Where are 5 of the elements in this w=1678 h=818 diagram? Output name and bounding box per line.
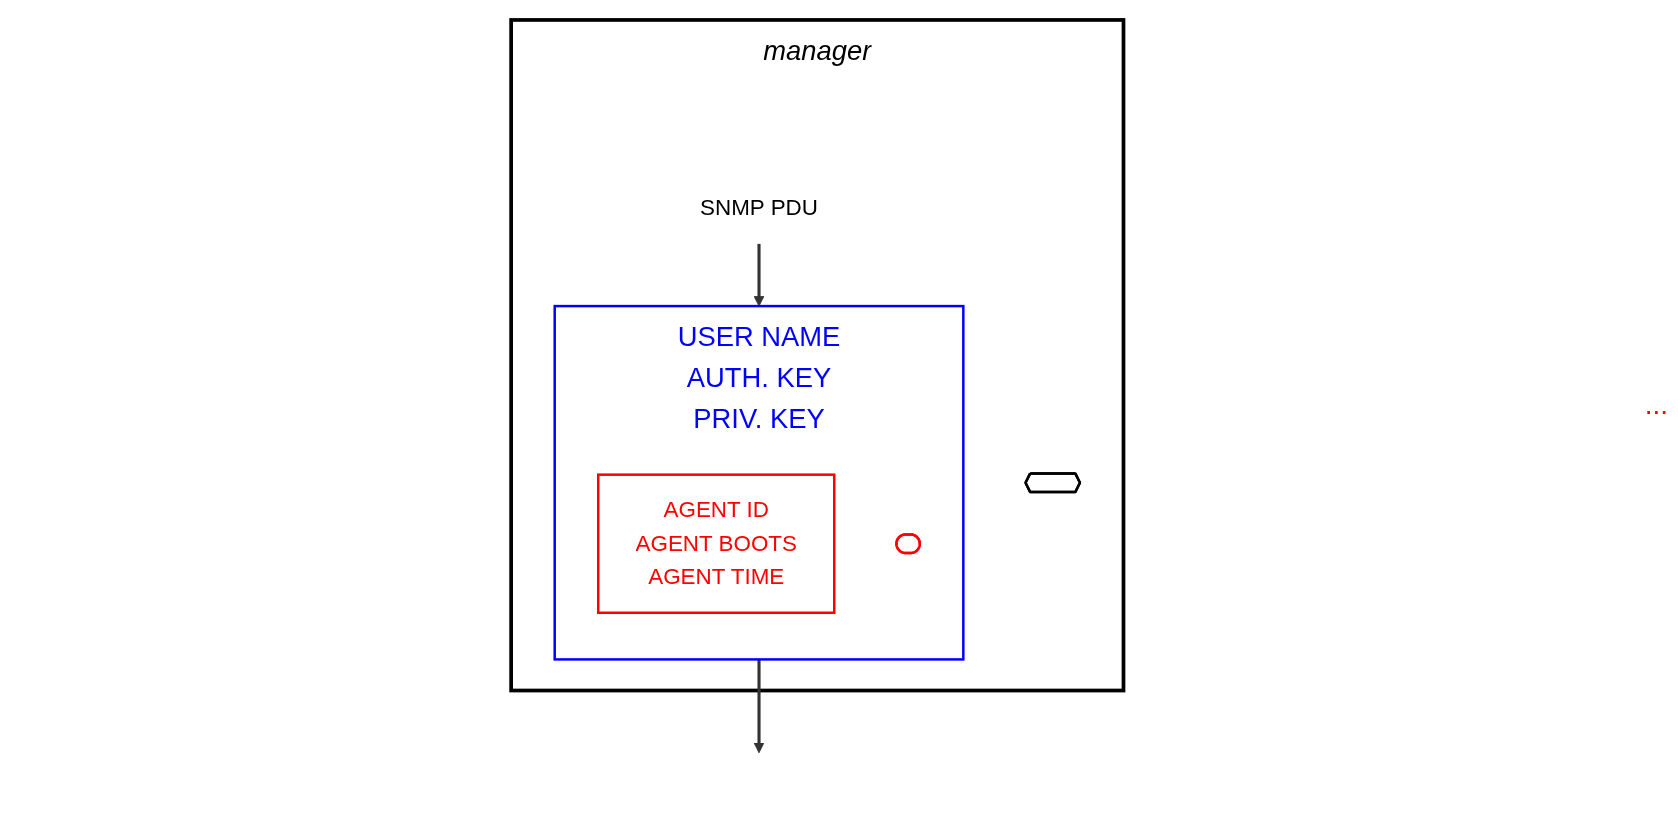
node-text: SNMP PDU: [700, 195, 818, 221]
arrow: [753, 243, 765, 307]
node-box: AGENT ID AGENT BOOTS AGENT TIME: [597, 473, 836, 614]
ellipsis-text: ...: [1644, 389, 1668, 421]
arrow: [753, 659, 765, 754]
